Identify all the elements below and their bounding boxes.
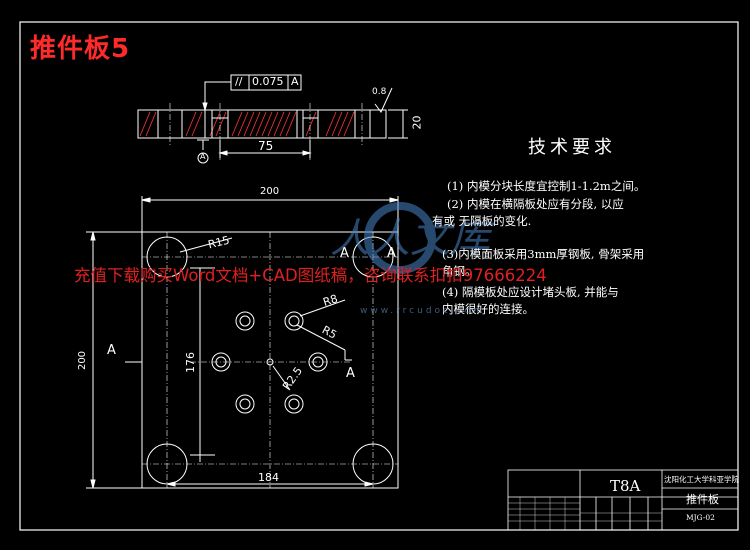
section-view	[137, 74, 408, 164]
section-a-lower: A	[346, 366, 355, 381]
title-block-school: 沈阳化工大学科亚学院	[664, 475, 739, 484]
tech-req-item2b: 有或 无隔板的变化.	[432, 214, 532, 228]
watermark-logo: 人人文库	[330, 202, 496, 274]
datum-label: A	[200, 152, 206, 161]
roughness-value: 0.8	[372, 87, 387, 97]
tech-req-item3a: (3)内模面板采用3mm厚钢板, 骨架采用	[442, 247, 645, 261]
tech-req-item2a: (2) 内模在横隔板处应有分段, 以应	[447, 197, 624, 211]
section-a-top: A	[340, 246, 349, 261]
title-block-material: T8A	[610, 477, 641, 495]
tech-req-item1: (1) 内模分块长度宜控制1-1.2m之间。	[447, 179, 646, 193]
watermark-url: www.rrcudoc.com	[360, 306, 486, 316]
title-block	[507, 469, 739, 531]
dim-184: 184	[258, 471, 279, 484]
tolerance-value: 0.075	[252, 75, 284, 88]
dim-200-width: 200	[260, 186, 280, 197]
tech-req-item4a: (4) 隔模板处应设计堵头板, 并能与	[442, 285, 619, 299]
section-a-right: A	[387, 246, 396, 261]
dim-176: 176	[184, 352, 197, 373]
svg-text:人人文库: 人人文库	[330, 216, 496, 262]
drawing-title: 推件板5	[30, 34, 131, 64]
drawing-frame	[19, 21, 739, 531]
dim-200-height: 200	[77, 350, 89, 371]
title-block-drawing-no: MJG-02	[686, 513, 715, 522]
tech-req-item4b: 内模很好的连接。	[442, 302, 534, 316]
tech-req-heading: 技术要求	[528, 137, 616, 158]
section-a-left: A	[107, 343, 116, 358]
tech-req-item3b: 角钢。	[442, 264, 477, 278]
title-block-part-name: 推件板	[686, 493, 719, 506]
tolerance-symbol: //	[235, 75, 243, 88]
tolerance-datum: A	[291, 75, 299, 88]
dim-75: 75	[258, 139, 274, 153]
watermark-text: 充值下载购买Word文档+CAD图纸稿，咨询联系扣扣97666224	[74, 266, 547, 285]
plan-view	[86, 196, 399, 489]
dim-20: 20	[410, 115, 424, 130]
